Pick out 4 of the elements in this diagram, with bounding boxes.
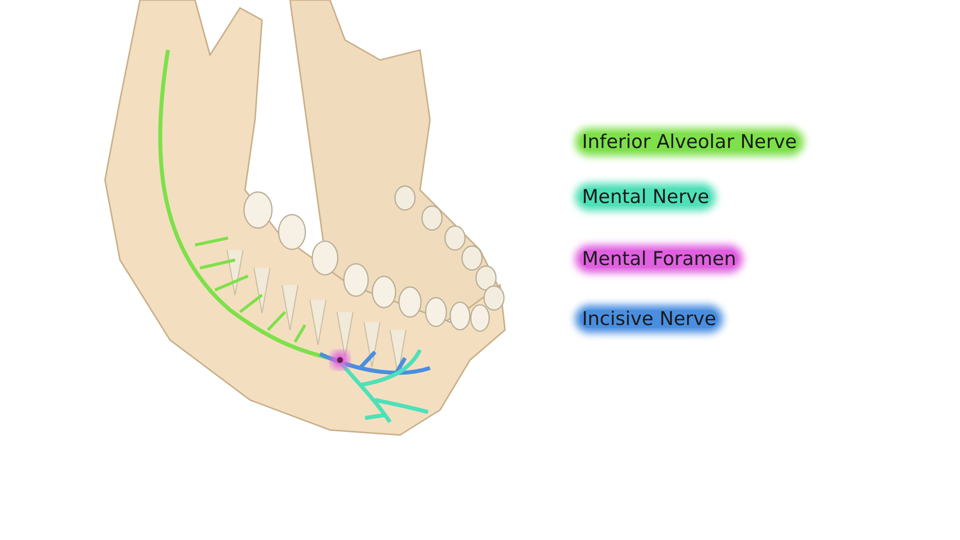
legend-label: Inferior Alveolar Nerve — [582, 130, 797, 155]
legend-label: Mental Foramen — [582, 247, 736, 272]
legend-label: Incisive Nerve — [582, 307, 716, 332]
legend-label: Mental Nerve — [582, 185, 710, 210]
